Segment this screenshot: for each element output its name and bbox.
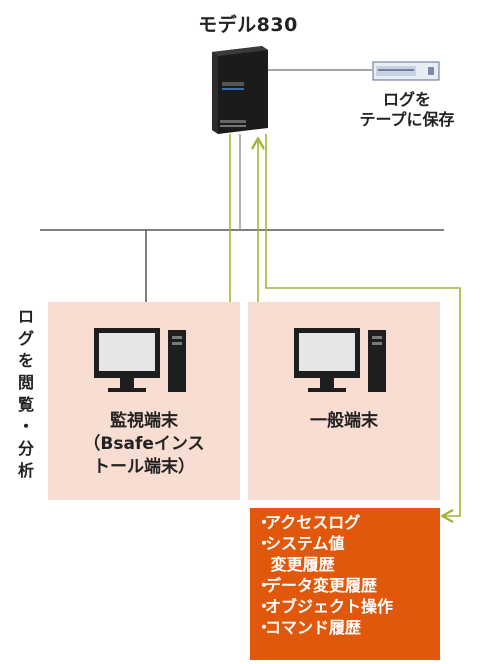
view-label-char: 析 (17, 461, 34, 480)
monitor-terminal-computer-icon (94, 328, 186, 392)
log-item-text: 変更履歴 (265, 555, 335, 574)
server-title: モデル830 (198, 14, 298, 36)
view-label-char: を (17, 351, 34, 370)
tape-save-label: ログを テープに保存 (330, 90, 484, 130)
bullet: ・ (256, 513, 273, 532)
view-label-char: ・ (17, 417, 34, 436)
log-item-text: システム値 (265, 534, 345, 553)
log-view-analysis-label: ロ グ を 閲 覧 ・ 分 析 (12, 306, 40, 482)
log-item-continued: 変更履歴 (256, 554, 434, 575)
server-tower-icon (212, 46, 268, 134)
view-label-char: ロ (17, 307, 34, 326)
log-item-text: コマンド履歴 (265, 618, 362, 637)
tape-save-label-line1: ログを (382, 90, 431, 109)
general-terminal-label: 一般端末 (310, 411, 378, 431)
general-terminal-computer-icon (294, 328, 386, 392)
log-item: ・ データ変更履歴 (256, 575, 434, 596)
view-label-char: 分 (17, 439, 34, 458)
view-label-char: グ (17, 329, 34, 348)
tape-storage-icon (372, 61, 440, 81)
log-item: ・ コマンド履歴 (256, 617, 434, 638)
log-item: ・ オブジェクト操作 (256, 596, 434, 617)
bullet: ・ (256, 534, 273, 553)
tape-save-label-line2: テープに保存 (359, 110, 455, 129)
bullet: ・ (256, 618, 273, 637)
log-item: ・ システム値 (256, 533, 434, 554)
log-item-text: データ変更履歴 (265, 576, 378, 595)
view-label-char: 閲 (17, 373, 34, 392)
log-item-text: オブジェクト操作 (265, 597, 394, 616)
bullet: ・ (256, 576, 273, 595)
arrow-server-to-logbox (265, 134, 461, 516)
log-item-text: アクセスログ (265, 513, 361, 532)
monitor-terminal-line2: （Bsafeインス (83, 434, 205, 454)
log-types-box: ・ アクセスログ ・ システム値 変更履歴 ・ データ変更履歴 ・ オブジェクト… (250, 508, 440, 660)
monitor-terminal-label: 監視端末 （Bsafeインス トール端末） (52, 410, 236, 479)
view-label-char: 覧 (17, 395, 34, 414)
monitor-terminal-line3: トール端末） (93, 457, 195, 477)
log-item: ・ アクセスログ (256, 512, 434, 533)
monitor-terminal-line1: 監視端末 (110, 411, 178, 431)
bullet: ・ (256, 597, 273, 616)
